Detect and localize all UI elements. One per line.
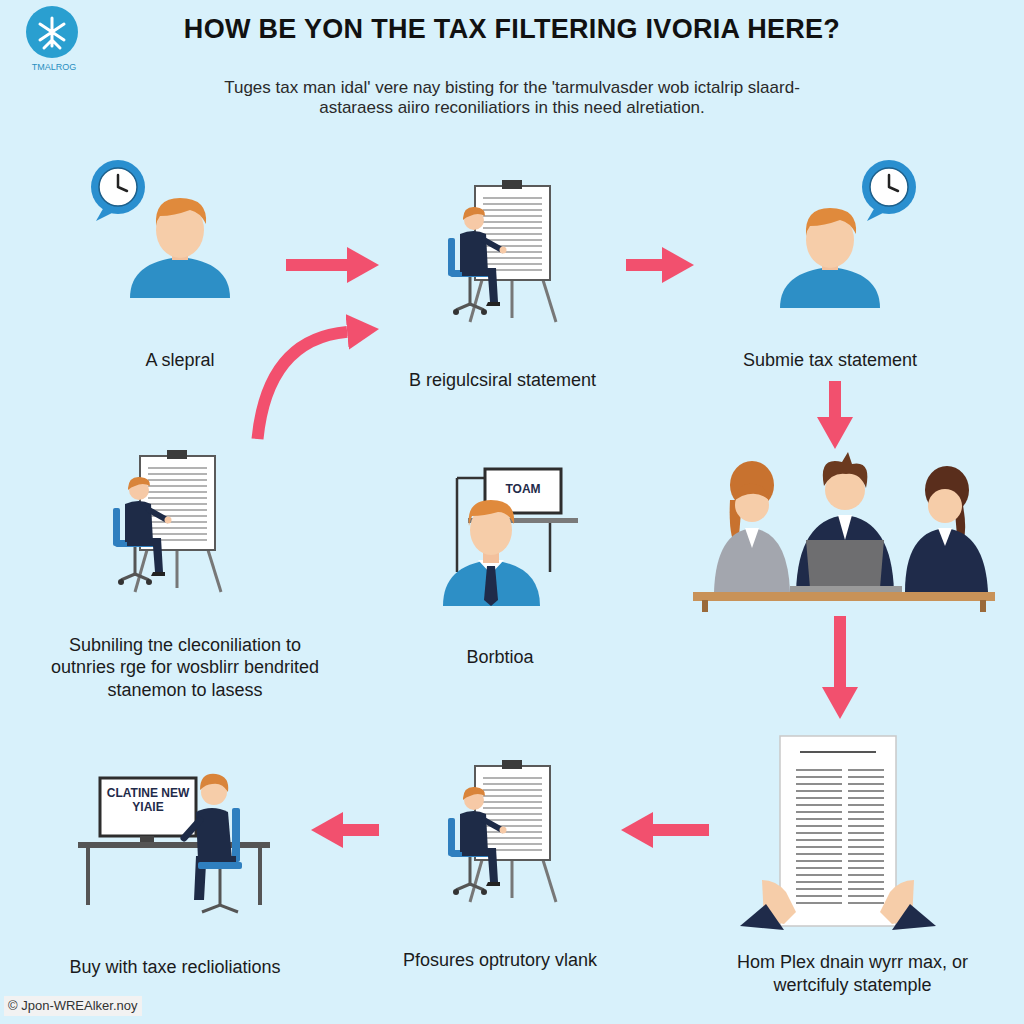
illustration-part [800, 751, 876, 753]
step-box: Subniling tne cleconiliation to outnries… [40, 445, 330, 705]
screen-text: TOAM [487, 482, 559, 496]
illustration-part [693, 592, 995, 601]
illustration-part [443, 560, 540, 606]
illustration-part [448, 180, 556, 322]
step-caption: Submie tax statement [743, 349, 917, 372]
step-caption: Buy with taxe reclioliations [69, 956, 280, 979]
illustration-part [457, 477, 485, 480]
illustration-part [796, 515, 894, 592]
illustration-part [469, 500, 514, 526]
step-caption: Hom Plex dnain wyrr max, or wertcifuly s… [721, 951, 984, 996]
illustration-part [184, 820, 200, 838]
watermark: © Jpon-WREAlker.noy [4, 996, 142, 1016]
illustration-part [745, 528, 759, 548]
team-illustration [693, 452, 995, 612]
flow-arrow [834, 616, 846, 687]
illustration-part [806, 540, 884, 588]
team-screen-illustration [443, 469, 578, 606]
flow-arrow [829, 381, 841, 417]
flow-arrow [343, 824, 379, 836]
step-caption: Borbtioa [466, 646, 533, 669]
screen-text: CLATINE NEW YIAIE [103, 786, 193, 815]
illustration-part [905, 528, 988, 592]
illustration-part [196, 808, 232, 860]
illustration-part [714, 528, 790, 592]
subtitle: Tuges tax man idal' vere nay bisting for… [205, 78, 819, 119]
illustration-part [938, 528, 952, 546]
illustration-part [86, 848, 90, 905]
illustration-part [980, 600, 986, 612]
illustration-part [735, 484, 769, 500]
step-box: A slepral [80, 155, 280, 375]
illustration-part [838, 515, 852, 540]
title: HOW BE YON THE TAX FILTERING IVORIA HERE… [100, 14, 924, 45]
illustration-part [740, 904, 784, 930]
illustration-part [892, 904, 936, 930]
illustration-part [448, 760, 556, 902]
step-box: Pfosures optrutory vlank [385, 755, 615, 975]
step-box: Borbtioa [400, 465, 600, 672]
illustration-part [202, 905, 238, 912]
step-caption: B reigulcsiral statement [409, 369, 596, 392]
step-caption: Subniling tne cleconiliation to outnries… [46, 634, 324, 702]
illustration-part [862, 160, 916, 221]
flow-arrow [626, 259, 662, 271]
illustration-part [219, 869, 222, 905]
illustration-part [198, 862, 242, 869]
illustration-part [91, 160, 145, 221]
illustration-part [40, 18, 64, 48]
illustration-part [113, 450, 221, 592]
illustration-part [258, 848, 262, 905]
step-box: B reigulcsiral statement [385, 175, 620, 395]
illustration-part [780, 736, 896, 926]
step-caption: Pfosures optrutory vlank [403, 949, 597, 972]
logo-text: TMALROG [14, 62, 94, 73]
illustration-part [26, 6, 78, 58]
step-box: Hom Plex dnain wyrr max, or wertcifuly s… [715, 725, 990, 1000]
logo [26, 6, 78, 58]
illustration-part [823, 452, 868, 488]
illustration-part [796, 770, 842, 903]
illustration-part [130, 198, 230, 298]
step-caption: A slepral [145, 349, 214, 372]
document-illustration [740, 736, 936, 930]
flow-arrow [258, 332, 348, 439]
illustration-part [140, 836, 154, 842]
step-box: Buy with taxe reclioliations [45, 780, 305, 982]
illustration-part [200, 774, 228, 792]
step-box: Submie tax statement [700, 155, 960, 375]
illustration-part [78, 842, 270, 848]
flow-arrow [286, 259, 347, 271]
flow-arrow [653, 824, 709, 836]
illustration-part [780, 208, 880, 308]
step-box [690, 455, 1000, 610]
illustration-part [928, 489, 962, 523]
illustration-part [232, 808, 240, 862]
illustration-part [790, 586, 902, 592]
illustration-part [848, 770, 884, 903]
computer-desk-illustration [78, 774, 270, 912]
illustration-part [702, 600, 708, 612]
illustration-part [100, 778, 196, 836]
illustration-part [484, 566, 498, 606]
